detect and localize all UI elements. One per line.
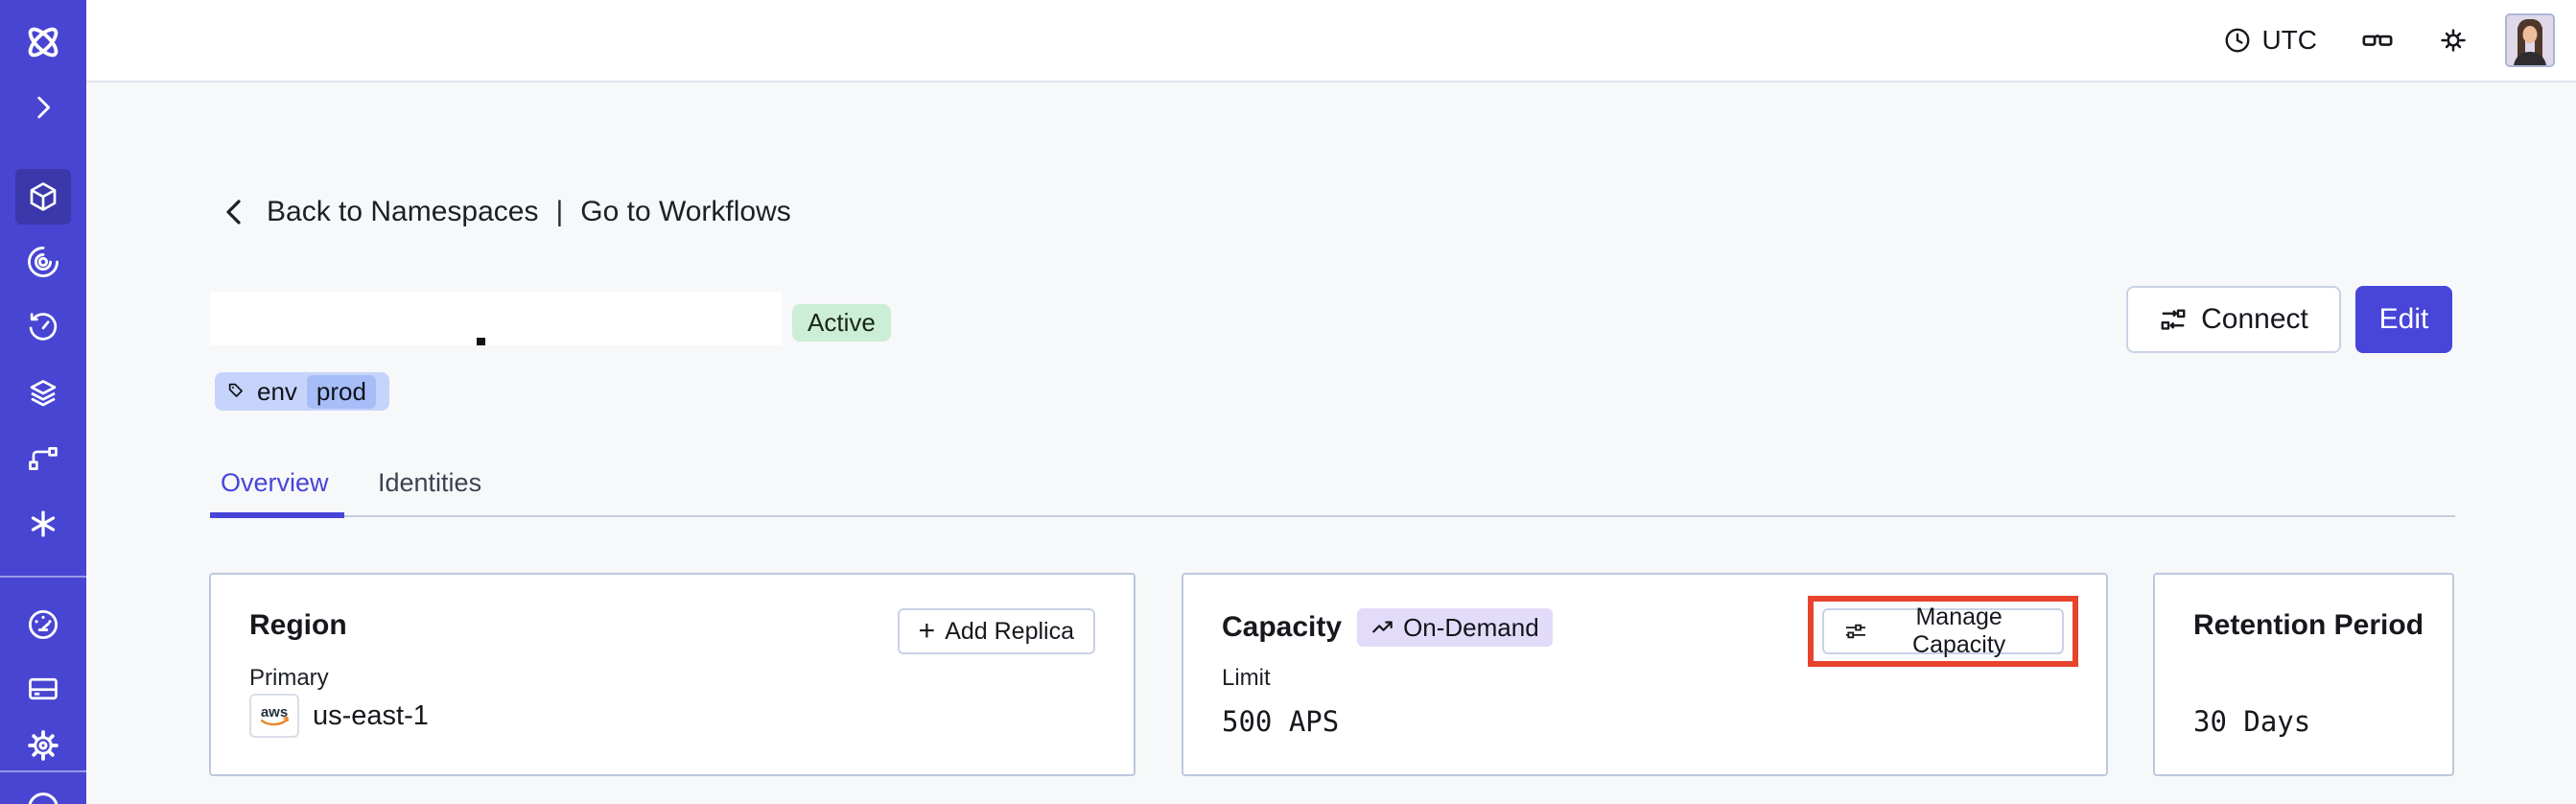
ondemand-badge-label: On-Demand [1403,612,1539,642]
edit-button-label: Edit [2378,303,2429,335]
sidebar-item-workflows[interactable] [25,244,61,280]
support-circle-icon [28,792,59,804]
ondemand-badge: On-Demand [1357,608,1553,647]
tag-icon [228,383,243,397]
add-replica-label: Add Replica [945,617,1074,645]
sidebar-divider [0,770,86,772]
aws-provider-badge: aws [249,694,299,738]
svg-text:aws: aws [261,704,288,721]
sliders-icon [1845,624,1866,639]
sidebar-expand-chevron-icon[interactable] [27,91,59,124]
primary-label: Primary [249,665,329,691]
retention-card: Retention Period 30 Days [2153,573,2454,776]
user-avatar[interactable] [2505,13,2555,67]
clock-icon [2226,28,2250,53]
avatar-image [2507,15,2553,65]
sidebar-item-batch-operations[interactable] [26,507,60,541]
back-chevron-icon[interactable] [221,196,249,228]
capacity-card-title: Capacity [1222,611,1343,643]
tab-overview[interactable]: Overview [221,468,329,497]
sidebar [0,0,86,804]
theme-toggle-button[interactable] [2438,25,2469,56]
timezone-label: UTC [2261,25,2317,55]
annotation-highlight: Manage Capacity [1808,596,2078,667]
sidebar-item-billing[interactable] [26,672,60,706]
sidebar-item-deployments[interactable] [26,376,60,411]
namespace-title-dot [477,338,485,345]
schedules-clock-icon [29,313,58,341]
nexus-pipeline-icon [29,447,58,470]
plus-icon: + [918,615,936,647]
tab-bar-divider [210,515,2455,517]
retention-value: 30 Days [2193,705,2311,738]
region-value-row: aws us-east-1 [249,694,429,738]
capacity-title-row: Capacity On-Demand [1222,608,1553,647]
aws-logo-icon: aws [260,704,289,726]
connect-button[interactable]: Connect [2126,286,2341,353]
retention-card-title: Retention Period [2193,609,2424,641]
manage-capacity-button[interactable]: Manage Capacity [1822,603,2064,658]
asterisk-icon [31,510,56,537]
region-value: us-east-1 [313,699,429,731]
breadcrumb-separator: | [555,196,564,227]
breadcrumb-workflows-link[interactable]: Go to Workflows [580,196,791,227]
trending-up-icon [1372,621,1393,633]
connect-button-label: Connect [2201,303,2308,335]
sidebar-item-support[interactable] [24,789,62,804]
labs-toggle-button[interactable] [2361,24,2394,57]
billing-card-icon [29,677,58,700]
limit-label: Limit [1222,665,1271,691]
namespace-title-redacted [210,292,782,345]
status-badge: Active [792,304,891,342]
edit-button[interactable]: Edit [2355,286,2452,353]
breadcrumb: Back to Namespaces | Go to Workflows [221,196,791,228]
capacity-card: Capacity On-Demand Manage Capacity Limit… [1182,573,2108,776]
region-card: Region + Add Replica Primary aws us-east… [209,573,1136,776]
namespaces-cube-icon [30,182,57,211]
sun-icon [2441,29,2466,52]
sidebar-item-namespaces[interactable] [15,169,71,225]
add-replica-button[interactable]: + Add Replica [897,608,1095,654]
sidebar-item-settings[interactable] [25,727,61,764]
sidebar-item-nexus[interactable] [26,441,60,476]
manage-capacity-label: Manage Capacity [1912,603,2006,658]
namespace-tag[interactable]: env prod [215,372,389,411]
usage-gauge-icon [28,609,59,640]
workflows-spiral-icon [28,247,59,277]
tag-value-chip: prod [306,374,376,409]
temporal-logo-icon[interactable] [20,19,66,65]
capacity-value: 500 APS [1222,705,1340,738]
sidebar-divider [0,576,86,578]
breadcrumb-back-link[interactable]: Back to Namespaces [267,196,539,227]
glasses-icon [2362,35,2393,46]
connect-flow-icon [2161,309,2186,330]
sidebar-item-schedules[interactable] [26,311,60,345]
sidebar-item-usage[interactable] [25,606,61,643]
topbar: UTC [86,0,2576,83]
region-card-title: Region [249,609,347,641]
timezone-selector[interactable]: UTC [2223,25,2317,56]
deployments-layers-icon [30,380,57,407]
tag-key-label: env [257,376,297,406]
status-badge-label: Active [808,308,876,337]
tab-identities[interactable]: Identities [378,468,482,497]
active-tab-underline [210,512,344,518]
settings-gear-icon [28,730,59,761]
